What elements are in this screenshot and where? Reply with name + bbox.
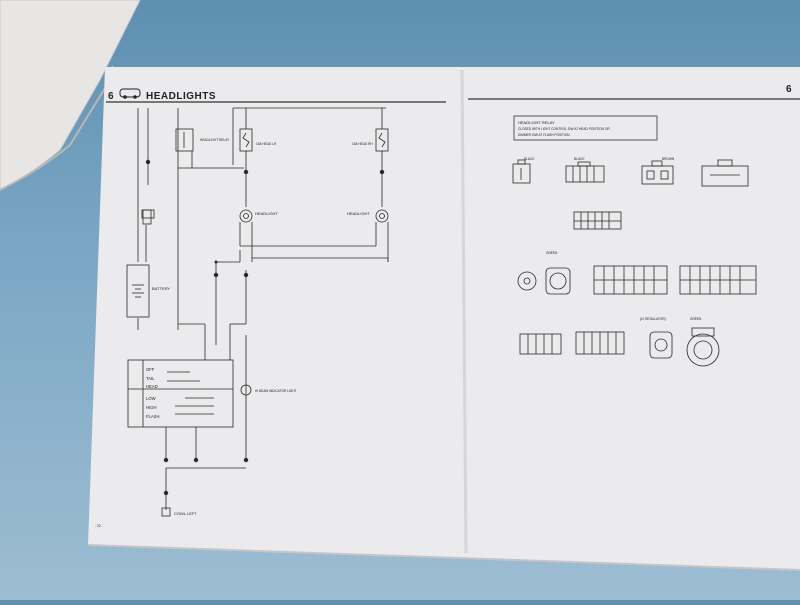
headlight-rh-label: HEADLIGHT <box>347 211 370 216</box>
relay-info-box <box>513 115 658 141</box>
fuse-lh-label: 15A HEAD LH <box>256 142 277 146</box>
left-page-footer: - 22 - <box>95 524 102 528</box>
svg-text:TAIL: TAIL <box>146 376 155 381</box>
car-icon <box>119 88 141 99</box>
connector-label-1: BLACK <box>524 157 535 161</box>
headlight-lh-label: HEADLIGHT <box>255 211 278 216</box>
svg-text:LOW: LOW <box>146 396 156 401</box>
connector-label-4: GREEN <box>546 251 558 255</box>
junction-dots <box>145 159 385 496</box>
switch-row-labels: OFF TAIL HEAD LOW HIGH FLASH <box>146 367 160 419</box>
connector-label-3: BROWN <box>662 157 675 161</box>
right-page-number: 6 <box>786 84 792 95</box>
section-title: HEADLIGHTS <box>146 91 216 102</box>
headlight-schematic <box>126 107 389 517</box>
relay-info-desc-2: DIMMER S/W AT FLASH POSITION <box>518 133 570 137</box>
svg-text:HIGH: HIGH <box>146 405 156 410</box>
manual-paper <box>88 67 800 570</box>
fuse-rh-label: 15A HEAD RH <box>352 142 373 146</box>
svg-text:HEAD: HEAD <box>146 384 158 389</box>
svg-text:FLASH: FLASH <box>146 414 160 419</box>
paper-bottom-edge <box>87 544 800 571</box>
left-page-number: 6 <box>108 91 114 102</box>
relay-info-title: HEADLIGHT RELAY <box>518 120 555 125</box>
connector-label-5: GREEN <box>690 317 702 321</box>
connector-diagrams <box>512 159 757 367</box>
ground-label: COWL LEFT <box>174 511 197 516</box>
relay-label: HEADLIGHT RELAY <box>200 138 230 142</box>
svg-text:OFF: OFF <box>146 367 155 372</box>
ic-regulator-label: (IC REGULATOR) <box>640 317 666 321</box>
page-fold <box>460 69 468 554</box>
connector-label-2: BLACK <box>574 157 585 161</box>
battery-label: BATTERY <box>152 286 170 291</box>
indicator-label: HI BEAM INDICATOR LIGHT <box>255 389 297 393</box>
relay-info-desc-1: CLOSED WITH LIGHT CONTROL S/W AT HEAD PO… <box>518 127 610 131</box>
